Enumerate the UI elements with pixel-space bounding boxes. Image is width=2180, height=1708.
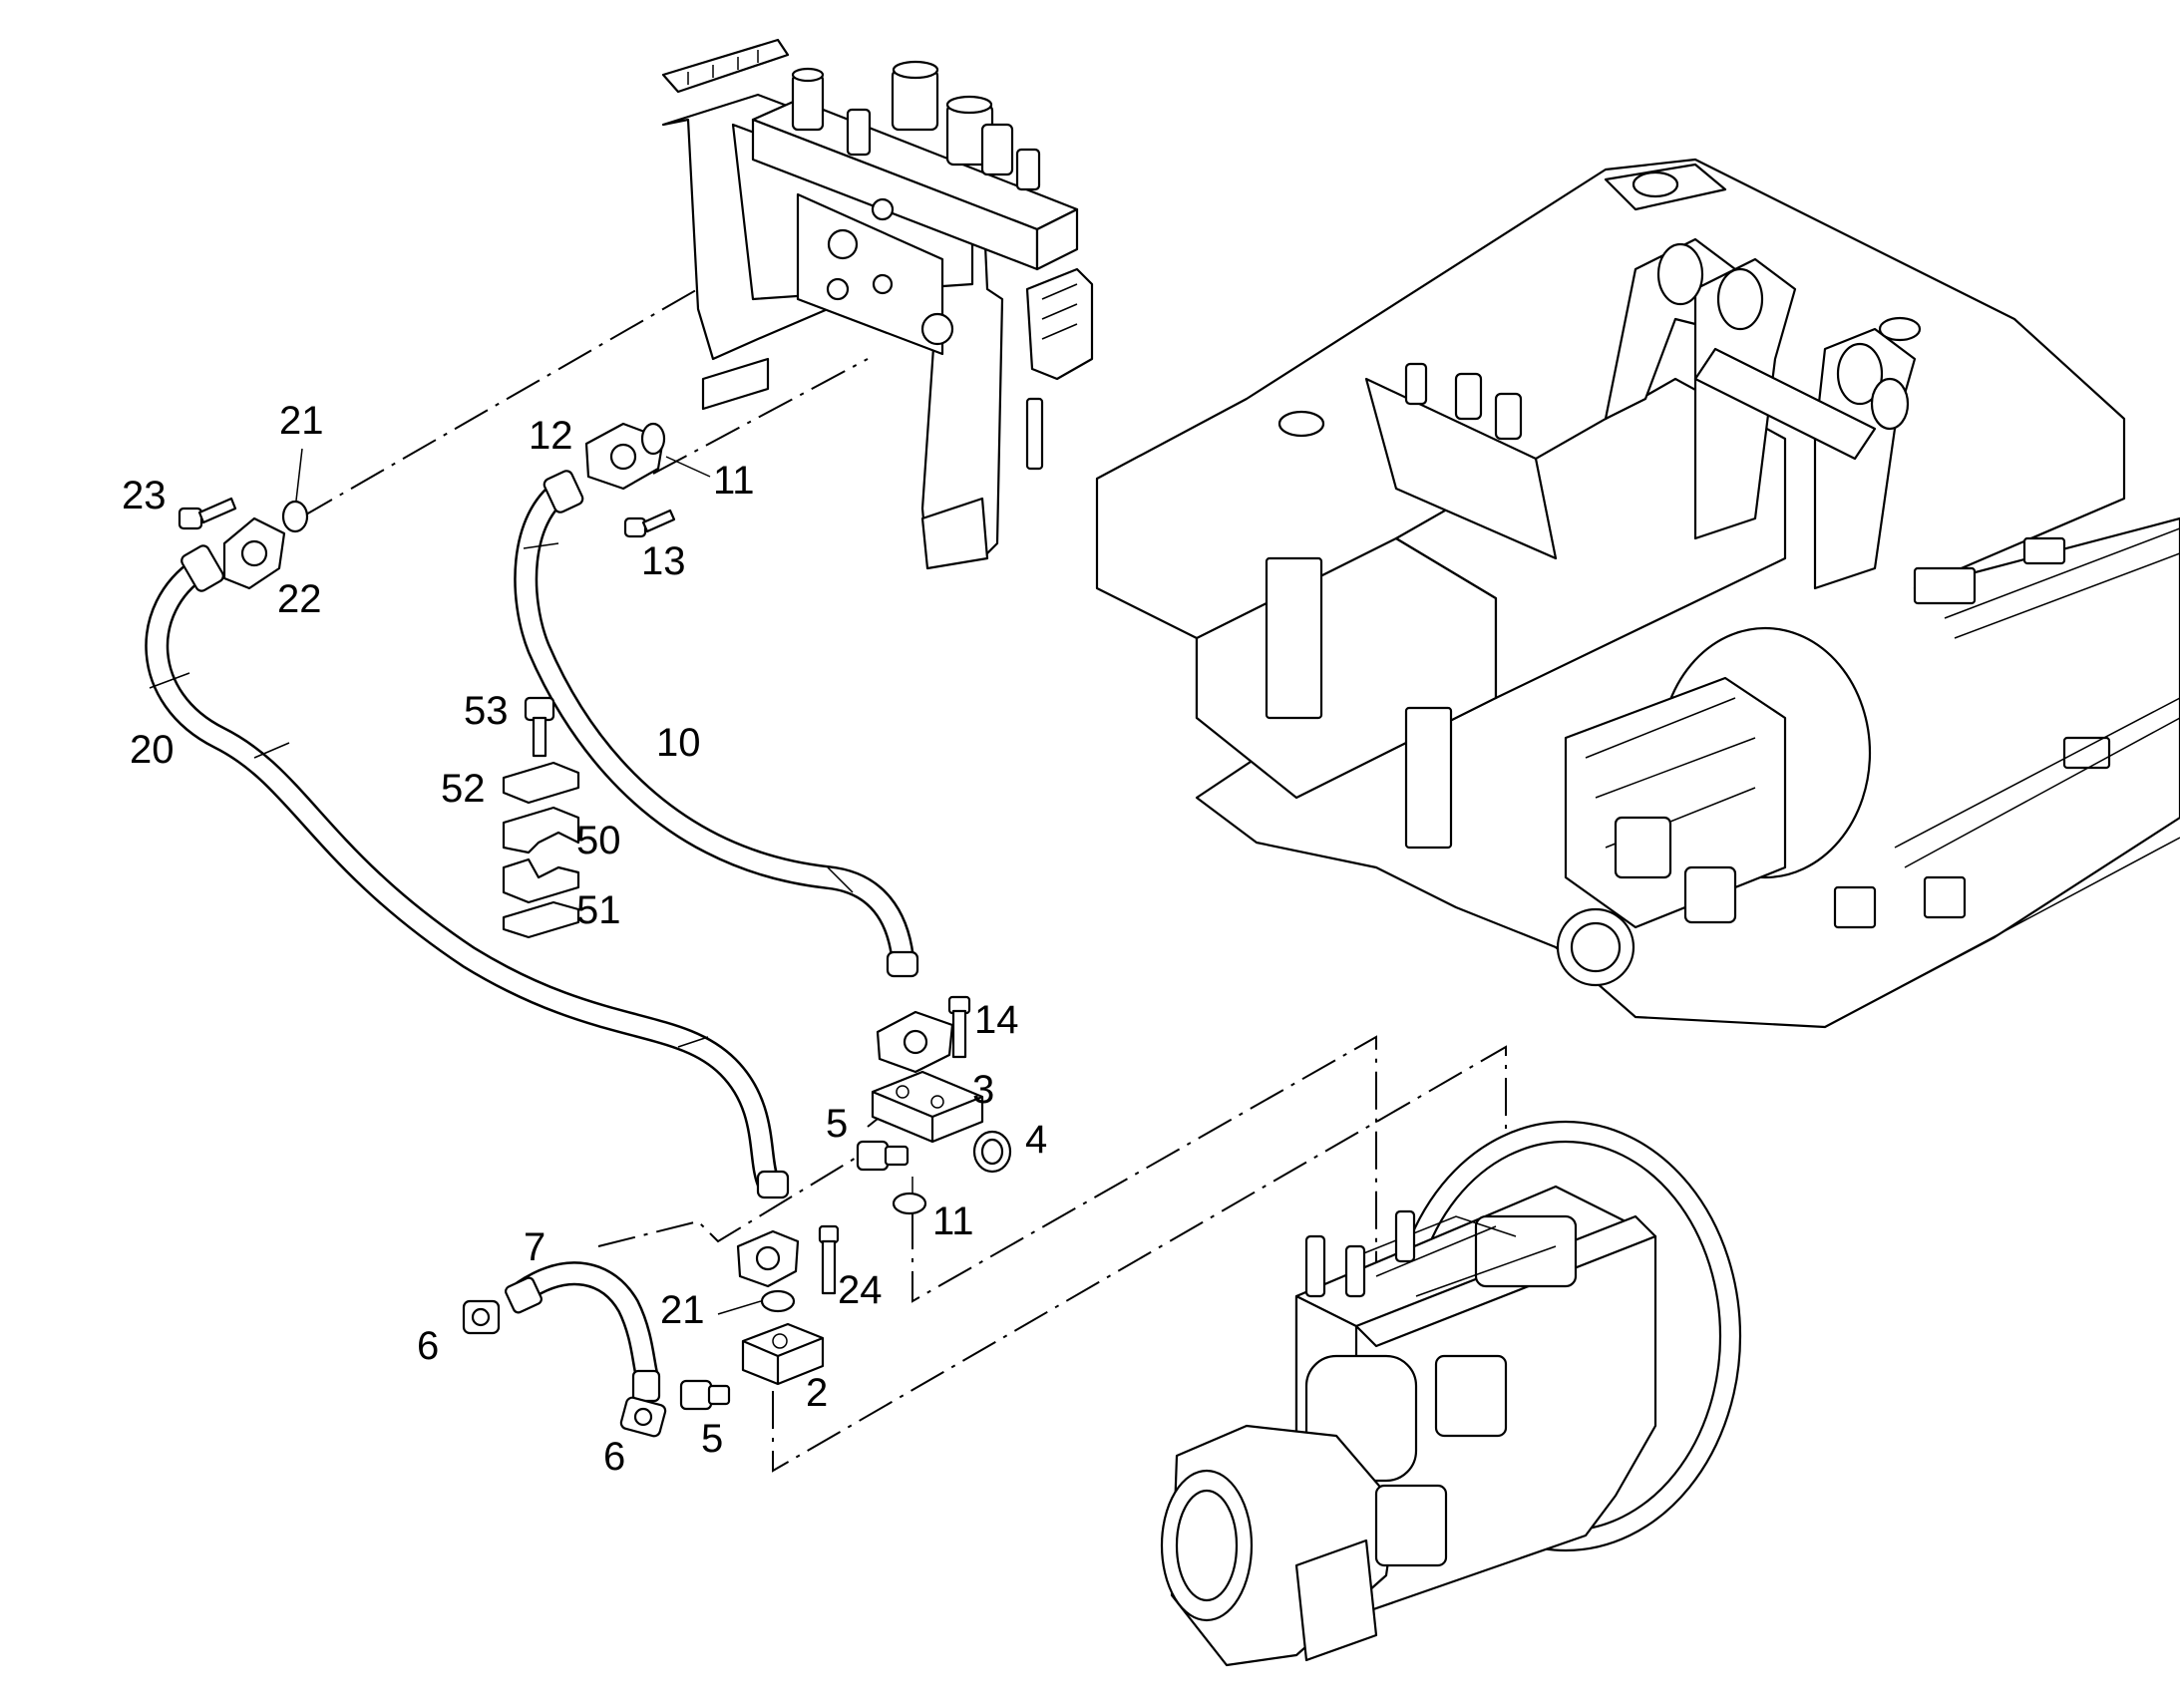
callout-51: 51	[576, 888, 621, 932]
callout-leaders	[295, 448, 913, 1315]
callout-6-left: 6	[417, 1324, 439, 1368]
fittings-and-hardware	[178, 422, 1012, 1438]
callout-6-bottom: 6	[603, 1435, 625, 1479]
bolt-53	[524, 696, 555, 758]
callout-3: 3	[972, 1068, 994, 1112]
callout-5-top: 5	[826, 1102, 848, 1146]
flange-22	[222, 516, 286, 590]
callout-23: 23	[122, 474, 167, 517]
callout-11-bottom: 11	[932, 1199, 974, 1243]
plug-4	[972, 1130, 1012, 1174]
o-ring-21-top	[281, 500, 309, 533]
fitting-5-bottom	[679, 1379, 731, 1411]
bolt-23	[178, 497, 237, 530]
callout-11-top: 11	[713, 459, 755, 503]
callout-24: 24	[838, 1268, 883, 1312]
block-3	[871, 1070, 984, 1144]
o-ring-11-top	[640, 422, 666, 456]
callout-21-top: 21	[279, 399, 324, 443]
hose-10	[514, 470, 919, 978]
clamp-50	[502, 806, 580, 904]
fitting-6-left	[462, 1299, 501, 1335]
hose-7	[505, 1261, 661, 1403]
fitting-5-top	[856, 1140, 909, 1172]
flange-24	[736, 1224, 840, 1295]
callout-5-bottom: 5	[701, 1417, 723, 1461]
block-2	[741, 1322, 825, 1386]
callout-21-bottom: 21	[660, 1288, 705, 1332]
bolt-13	[623, 509, 676, 538]
fitting-6-bottom	[619, 1396, 667, 1438]
callout-14: 14	[974, 998, 1019, 1042]
hose-20	[145, 544, 790, 1199]
o-ring-11-bottom	[892, 1192, 927, 1215]
o-ring-21-bottom	[760, 1289, 796, 1313]
callout-53: 53	[464, 689, 509, 733]
callout-10: 10	[656, 721, 701, 765]
callout-22: 22	[277, 577, 322, 621]
plate-51	[502, 900, 580, 939]
callout-labels: 21 23 22 12 11 13 20 10 53 52 50 51 14 3…	[122, 399, 1047, 1479]
callout-20: 20	[130, 728, 175, 772]
callout-13: 13	[641, 539, 686, 583]
flange-14	[876, 995, 971, 1074]
plate-52	[502, 761, 580, 805]
callout-12: 12	[529, 414, 573, 458]
callout-52: 52	[441, 767, 486, 811]
pump-assembly	[1160, 1120, 1742, 1667]
callout-7: 7	[524, 1225, 545, 1269]
control-valve-bracket-assembly	[661, 38, 1094, 570]
callout-2: 2	[806, 1371, 828, 1415]
callout-50: 50	[576, 819, 621, 862]
callout-4: 4	[1025, 1118, 1047, 1162]
machine-frame-assembly	[1095, 158, 2180, 1029]
